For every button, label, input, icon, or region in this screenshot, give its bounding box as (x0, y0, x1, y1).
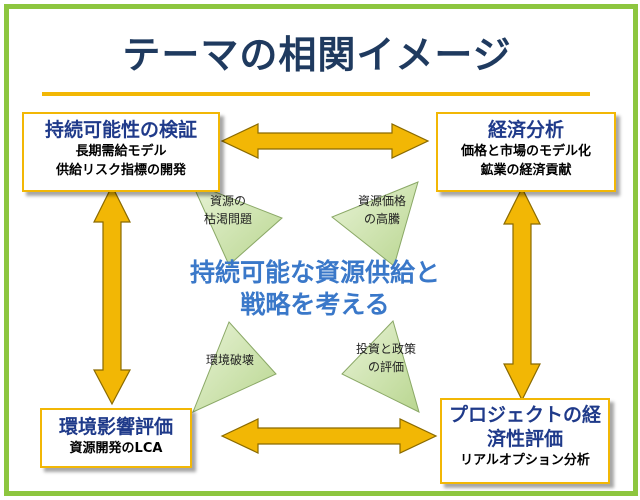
box-sustainability-heading: 持続可能性の検証 (44, 119, 197, 141)
triangle-bottom-left (192, 321, 277, 413)
box-environmental-impact: 環境影響評価 資源開発のLCA (40, 408, 192, 468)
arrow-right-vertical (503, 186, 541, 402)
triangle-bottom-left-line-1: 環境破壊 (205, 353, 254, 367)
triangle-top-right-line-2: の高騰 (363, 212, 400, 226)
triangle-top-left-line-1: 資源の (209, 194, 246, 208)
box-project-line-1: リアルオプション分析 (460, 453, 590, 468)
arrow-top-horizontal (220, 123, 430, 159)
arrow-left-vertical (93, 184, 131, 406)
box-environmental-heading: 環境影響評価 (58, 416, 173, 438)
title-underline (42, 92, 590, 96)
triangle-bottom-right-line-2: の評価 (367, 360, 404, 374)
arrow-bottom-horizontal (220, 418, 438, 454)
box-sustainability-line-1: 長期需給モデル (75, 144, 167, 159)
center-theme-text: 持続可能な資源供給と 戦略を考える (150, 257, 480, 321)
box-sustainability-line-2: 供給リスク指標の開発 (55, 163, 186, 178)
triangle-label-bottom-right: 投資と政策 の評価 (350, 340, 422, 376)
box-economic-heading: 経済分析 (487, 119, 564, 141)
triangle-top-left (191, 182, 283, 266)
box-project-heading-1: プロジェクトの経 (448, 404, 601, 426)
triangle-top-left-line-2: 枯渇問題 (203, 212, 252, 226)
center-text-line-1: 持続可能な資源供給と (189, 258, 440, 287)
box-project-heading-2: 済性評価 (486, 428, 563, 450)
box-environmental-line-1: 資源開発のLCA (69, 441, 163, 456)
center-text-line-2: 戦略を考える (240, 290, 390, 319)
triangle-label-bottom-left: 環境破壊 (198, 351, 262, 369)
triangle-label-top-left: 資源の 枯渇問題 (196, 192, 260, 228)
box-sustainability: 持続可能性の検証 長期需給モデル 供給リスク指標の開発 (22, 112, 220, 192)
triangle-bottom-right (341, 320, 420, 413)
page-title: テーマの相関イメージ (122, 33, 512, 77)
triangle-top-right (331, 181, 419, 267)
box-economic-line-2: 鉱業の経済貢献 (480, 163, 572, 178)
box-economic-analysis: 経済分析 価格と市場のモデル化 鉱業の経済貢献 (436, 112, 616, 192)
box-project-evaluation: プロジェクトの経 済性評価 リアルオプション分析 (440, 398, 610, 484)
triangle-top-right-line-1: 資源価格 (357, 194, 406, 208)
triangle-bottom-right-line-1: 投資と政策 (355, 342, 416, 356)
box-economic-line-1: 価格と市場のモデル化 (460, 144, 591, 159)
triangle-label-top-right: 資源価格 の高騰 (350, 192, 414, 228)
